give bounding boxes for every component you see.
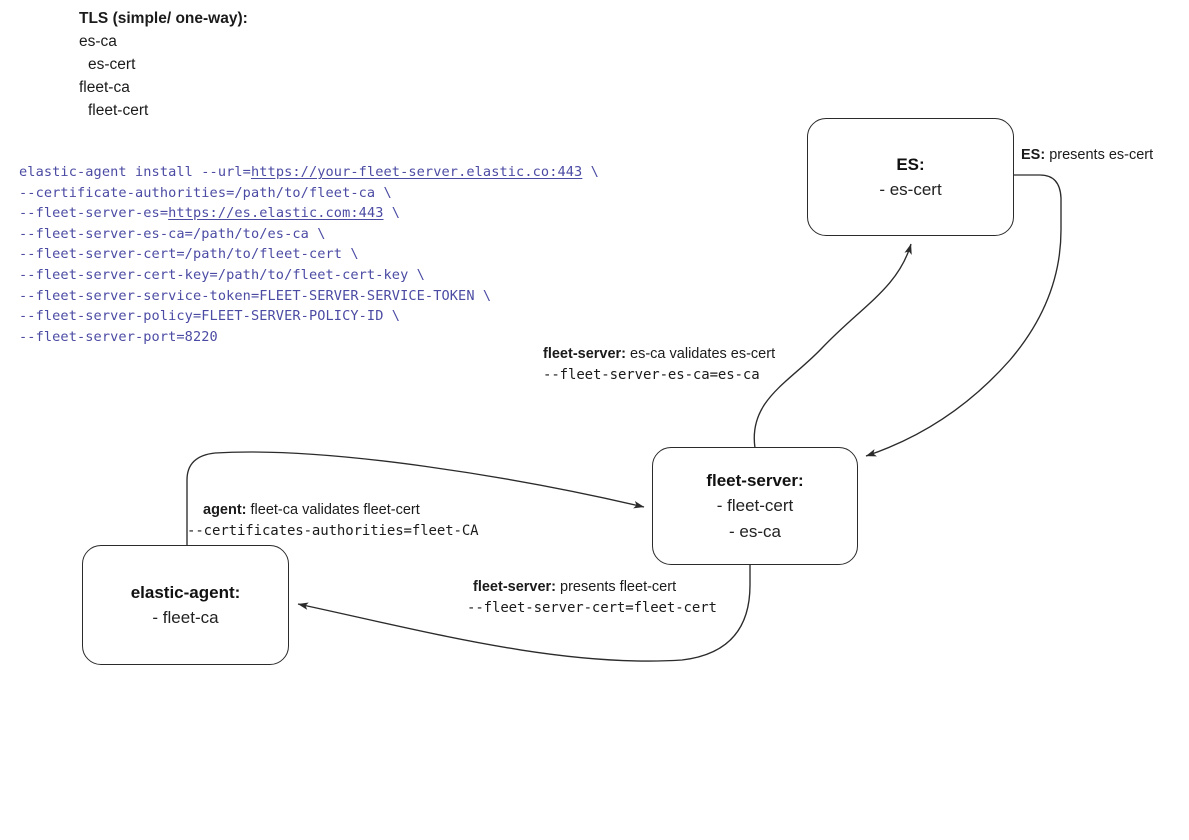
edge-label-fleet-server-validates-actor: fleet-server:	[543, 346, 627, 362]
node-fleet-server-item-es-ca: - es-ca	[729, 521, 781, 541]
command-line-1: --certificate-authorities=/path/to/fleet…	[19, 183, 599, 204]
command-text-2-0: --fleet-server-es=	[19, 205, 169, 222]
command-text-6-0: --fleet-server-service-token=FLEET-SERVE…	[19, 287, 492, 304]
command-line-8: --fleet-server-port=8220	[19, 327, 599, 348]
edge-label-fleet-server-presents-actor: fleet-server:	[473, 579, 557, 595]
command-text-5-0: --fleet-server-cert-key=/path/to/fleet-c…	[19, 266, 425, 283]
node-fleet-server-item-fleet-cert: - fleet-cert	[716, 495, 794, 515]
command-text-8-0: --fleet-server-port=8220	[19, 328, 218, 345]
tls-legend: TLS (simple/ one-way): es-ca es-cert fle…	[79, 7, 248, 122]
legend-title: TLS (simple/ one-way):	[79, 10, 248, 27]
node-elastic-agent-title: elastic-agent:	[130, 582, 241, 602]
command-line-0: elastic-agent install --url=https://your…	[19, 162, 599, 183]
node-elastic-agent[interactable]: elastic-agent: - fleet-ca	[82, 545, 289, 665]
node-fleet-server[interactable]: fleet-server: - fleet-cert - es-ca	[652, 447, 858, 565]
edge-label-fleet-server-presents-flag: --fleet-server-cert=fleet-cert	[467, 600, 717, 616]
edge-fleet-server-to-es	[753, 243, 912, 449]
command-line-5: --fleet-server-cert-key=/path/to/fleet-c…	[19, 265, 599, 286]
command-text-2-2: \	[383, 205, 401, 222]
command-line-6: --fleet-server-service-token=FLEET-SERVE…	[19, 286, 599, 307]
command-line-7: --fleet-server-policy=FLEET-SERVER-POLIC…	[19, 306, 599, 327]
command-text-4-0: --fleet-server-cert=/path/to/fleet-cert …	[19, 246, 359, 263]
edge-label-fleet-server-presents: fleet-server: presents fleet-cert --flee…	[467, 577, 717, 619]
node-es-item-es-cert: - es-cert	[879, 179, 942, 199]
node-es-title: ES:	[896, 154, 925, 174]
install-command-block: elastic-agent install --url=https://your…	[19, 162, 599, 347]
edge-label-fleet-server-validates: fleet-server: es-ca validates es-cert --…	[543, 344, 775, 386]
edge-label-fleet-server-validates-text: es-ca validates es-cert	[626, 346, 776, 362]
command-line-4: --fleet-server-cert=/path/to/fleet-cert …	[19, 244, 599, 265]
edge-label-fleet-server-validates-flag: --fleet-server-es-ca=es-ca	[543, 367, 760, 383]
node-fleet-server-title: fleet-server:	[706, 470, 804, 490]
node-elastic-agent-item-fleet-ca: - fleet-ca	[152, 607, 219, 627]
edge-label-fleet-server-presents-text: presents fleet-cert	[556, 579, 677, 595]
edge-label-agent-validates-flag: --certificates-authorities=fleet-CA	[187, 523, 479, 539]
edge-label-agent-validates-actor: agent:	[203, 502, 247, 518]
command-text-0-2: \	[582, 164, 599, 180]
node-es[interactable]: ES: - es-cert	[807, 118, 1014, 236]
edge-label-es-presents-actor: ES:	[1021, 147, 1046, 163]
legend-item-es-cert: es-cert	[88, 56, 136, 73]
command-line-3: --fleet-server-es-ca=/path/to/es-ca \	[19, 224, 599, 245]
edge-label-agent-validates: agent: fleet-ca validates fleet-cert --c…	[187, 500, 479, 542]
command-line-2: --fleet-server-es=https://es.elastic.com…	[19, 203, 599, 224]
command-link-0-1[interactable]: https://your-fleet-server.elastic.co:443	[250, 164, 583, 180]
command-text-1-0: --certificate-authorities=/path/to/fleet…	[19, 184, 392, 201]
edge-label-es-presents-text: presents es-cert	[1045, 147, 1154, 163]
command-text-0-0: elastic-agent install --url=	[19, 164, 251, 180]
edge-label-es-presents: ES: presents es-cert	[1021, 145, 1153, 166]
command-text-3-0: --fleet-server-es-ca=/path/to/es-ca \	[19, 225, 326, 242]
legend-item-fleet-ca: fleet-ca	[79, 79, 130, 96]
command-text-7-0: --fleet-server-policy=FLEET-SERVER-POLIC…	[19, 308, 401, 325]
legend-item-fleet-cert: fleet-cert	[88, 102, 149, 119]
command-link-2-1[interactable]: https://es.elastic.com:443	[168, 205, 384, 222]
edge-label-agent-validates-text: fleet-ca validates fleet-cert	[246, 502, 420, 518]
legend-item-es-ca: es-ca	[79, 33, 117, 50]
